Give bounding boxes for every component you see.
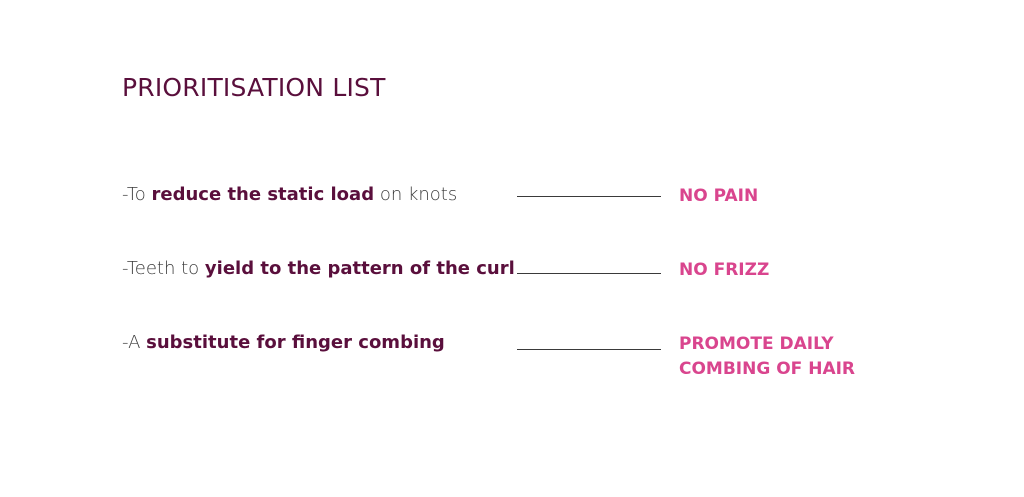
statement-suffix: on knots [374, 184, 458, 205]
statement-emphasis: yield to the pattern of the curl [204, 258, 515, 279]
statement-emphasis: substitute for finger combing [146, 332, 445, 353]
priority-statement: -A substitute for finger combing [122, 332, 445, 353]
outcome-line: COMBING OF HAIR [679, 359, 856, 379]
outcome-line: PROMOTE DAILY [679, 334, 834, 354]
priority-statement: -Teeth to yield to the pattern of the cu… [122, 258, 515, 279]
priority-outcome: PROMOTE DAILY COMBING OF HAIR [679, 332, 855, 382]
statement-prefix: -A [122, 332, 147, 353]
priority-outcome: NO FRIZZ [679, 258, 769, 283]
priority-outcome: NO PAIN [679, 184, 758, 209]
connector-line [517, 273, 661, 274]
outcome-line: NO FRIZZ [679, 260, 770, 280]
statement-prefix: -To [122, 184, 152, 205]
statement-emphasis: reduce the static load [151, 184, 375, 205]
connector-line [517, 349, 661, 350]
statement-prefix: -Teeth to [122, 258, 205, 279]
connector-line [517, 196, 661, 197]
outcome-line: NO PAIN [679, 186, 759, 206]
priority-statement: -To reduce the static load on knots [122, 184, 457, 205]
page-title: PRIORITISATION LIST [122, 73, 386, 102]
